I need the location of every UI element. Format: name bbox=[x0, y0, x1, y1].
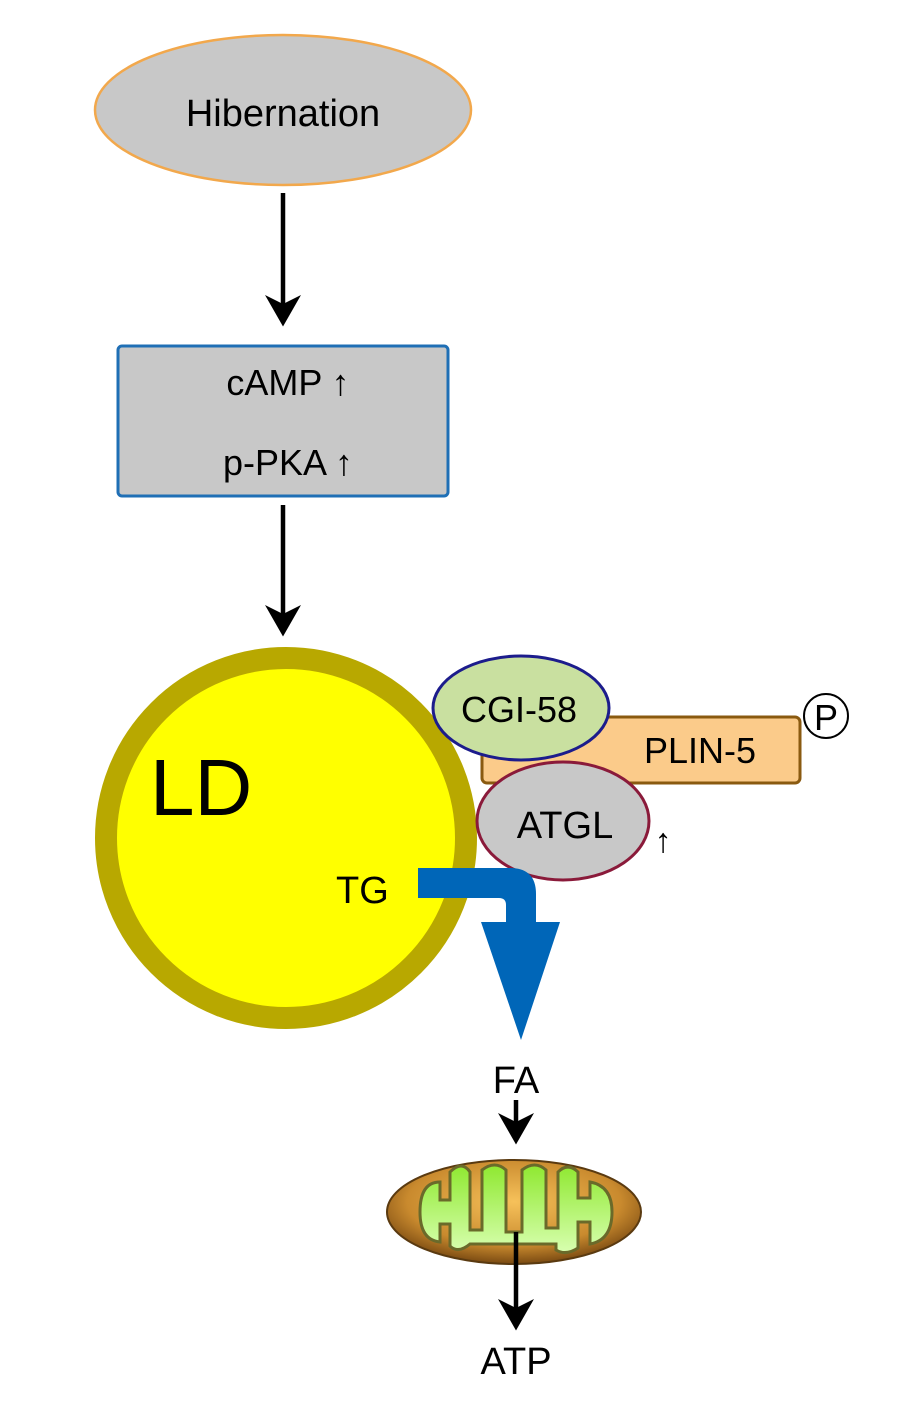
lipid-droplet: LD TG bbox=[95, 647, 477, 1029]
atgl-node: ATGL ↑ bbox=[475, 760, 672, 882]
cgi58-label: CGI-58 bbox=[461, 689, 577, 730]
hibernation-label: Hibernation bbox=[186, 93, 380, 135]
lipolysis-flux-arrow bbox=[418, 868, 560, 1040]
plin5-label: PLIN-5 bbox=[644, 730, 756, 771]
ld-label: LD bbox=[150, 743, 252, 832]
cgi58-node: CGI-58 bbox=[431, 654, 611, 762]
atgl-up-arrow-icon: ↑ bbox=[655, 822, 672, 860]
atp-label: ATP bbox=[480, 1341, 551, 1383]
hibernation-node: Hibernation bbox=[93, 33, 473, 187]
camp-pka-box: cAMP ↑ p-PKA ↑ bbox=[116, 344, 450, 498]
mitochondrion-icon bbox=[386, 1159, 642, 1265]
ppka-label: p-PKA ↑ bbox=[223, 442, 353, 483]
camp-label: cAMP ↑ bbox=[226, 362, 349, 403]
atgl-label: ATGL bbox=[517, 805, 613, 847]
phosphorylation-marker: P bbox=[803, 693, 849, 739]
fa-label: FA bbox=[493, 1060, 540, 1102]
tg-label: TG bbox=[336, 870, 389, 912]
phospho-label: P bbox=[814, 697, 838, 738]
